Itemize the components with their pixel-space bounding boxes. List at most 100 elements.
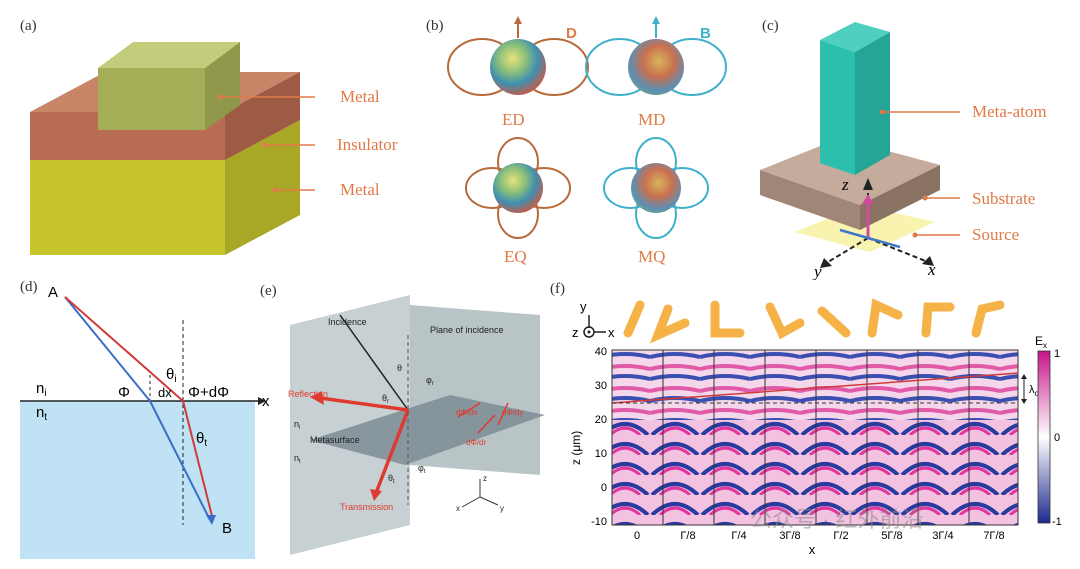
e-n-t-label: nt	[294, 453, 301, 465]
eq-mode	[465, 137, 571, 239]
svg-text:20: 20	[595, 414, 607, 426]
top-metal-side	[205, 42, 240, 130]
grad-y-label: dΦ/dy	[502, 408, 524, 417]
transmission-medium	[20, 401, 255, 559]
y-tick-labels: 40 30 20 10 0 -10	[591, 346, 607, 528]
mode-mq-label: MQ	[638, 247, 665, 266]
insulator-side	[225, 72, 300, 160]
e-theta-r-label: θr	[382, 393, 389, 405]
svg-text:3Γ/4: 3Γ/4	[932, 530, 953, 542]
generalized-snell-diagram: A B ni nt θi θt Φ Φ+dΦ dx x	[20, 284, 270, 559]
mim-structure	[30, 42, 315, 255]
meta-atom-front	[820, 40, 855, 175]
point-b-label: B	[222, 520, 232, 537]
panel-b-label: (b)	[426, 18, 444, 34]
path-blue-incident	[64, 296, 151, 402]
mode-ed-label: ED	[502, 110, 525, 129]
panel-f: (f) y z x	[550, 275, 1080, 565]
point-a-label: A	[48, 284, 58, 301]
grad-r-label: dΦ/dr	[466, 438, 487, 447]
x-tick-labels: 0 Γ/8 Γ/4 3Γ/8 Γ/2 5Γ/8 3Γ/4 7Γ/8	[634, 530, 1005, 542]
incidence-ray	[339, 314, 409, 411]
top-metal-top	[98, 42, 240, 68]
field-b-label: B	[700, 25, 711, 42]
colorbar-tick-mid: 0	[1054, 432, 1060, 444]
svg-text:10: 10	[595, 448, 607, 460]
v-antenna-5	[817, 306, 851, 338]
meta-atom-top	[820, 22, 890, 52]
field-map-lower	[612, 420, 1018, 525]
meta-atom-diagram: z y x	[760, 22, 960, 281]
n-i-label: ni	[36, 380, 47, 399]
f-axis-y-label: y	[580, 299, 587, 314]
e-n-i-label: ni	[294, 419, 300, 431]
phi-label: Φ	[118, 384, 130, 401]
f-xlabel: x	[809, 542, 816, 557]
top-metal-front	[98, 68, 205, 130]
md-mode	[585, 16, 727, 96]
svg-text:30: 30	[595, 380, 607, 392]
svg-text:Γ/2: Γ/2	[833, 530, 848, 542]
panel-e-label: (e)	[260, 283, 277, 299]
colorbar	[1037, 350, 1051, 524]
v-antenna-4	[765, 302, 805, 340]
e-theta-label: θ	[397, 363, 402, 373]
colorbar-title: Ex	[1035, 334, 1047, 350]
panel-f-label: (f)	[550, 281, 565, 297]
panel-d: (d) A B ni nt θi θt Φ Φ+dΦ dx x	[0, 275, 280, 565]
lambda-label: λo	[1029, 384, 1040, 398]
ed-mode	[447, 16, 589, 96]
mode-md-label: MD	[638, 110, 665, 129]
mode-eq-label: EQ	[504, 247, 527, 266]
svg-text:7Γ/8: 7Γ/8	[983, 530, 1004, 542]
panel-d-label: (d)	[20, 279, 38, 295]
plane-vertical-left	[290, 295, 410, 555]
svg-text:-10: -10	[591, 516, 607, 528]
metasurface-label: Metasurface	[310, 435, 360, 445]
label-metal-top: Metal	[340, 87, 380, 106]
label-source: Source	[972, 225, 1020, 244]
panel-c-label: (c)	[762, 18, 779, 34]
e-axis-x: x	[456, 504, 460, 513]
panel-a: (a) Metal Insulator Metal	[0, 0, 420, 270]
colorbar-tick-min: -1	[1052, 516, 1062, 528]
substrate-side	[860, 165, 940, 230]
watermark-text: 公众号 · 红外前沿	[750, 507, 924, 532]
transmission-ray	[374, 409, 410, 494]
svg-text:0: 0	[634, 530, 640, 542]
e-axis-y: y	[500, 504, 504, 513]
v-antenna-6	[867, 298, 903, 338]
axis-y-label: y	[812, 262, 822, 280]
axis-x-label: x	[927, 260, 936, 279]
field-map-figure: y z x λo	[569, 298, 1062, 557]
v-antenna-2	[649, 304, 690, 344]
label-meta-atom: Meta-atom	[972, 102, 1047, 121]
e-theta-t-label: θt	[388, 473, 395, 485]
v-antenna-8	[971, 300, 1005, 338]
path-red-refracted	[182, 400, 214, 521]
svg-text:Γ/8: Γ/8	[680, 530, 695, 542]
x-axis-label: x	[262, 393, 270, 410]
mq-mode	[603, 137, 709, 239]
phi-dphi-label: Φ+dΦ	[188, 384, 229, 401]
plane-of-incidence-label: Plane of incidence	[430, 325, 504, 335]
panel-c: (c) z y x Meta-atom Substrate Source	[750, 0, 1080, 281]
v-antenna-row	[623, 298, 1005, 344]
bottom-metal-side	[225, 120, 300, 255]
theta-t-label: θt	[196, 430, 207, 449]
n-t-label: nt	[36, 404, 47, 423]
panel-b: (b)	[420, 0, 750, 270]
phase-front-line	[611, 372, 1019, 404]
v-antenna-3	[710, 300, 745, 338]
unit-cell-dividers	[662, 350, 970, 525]
transmission-label: Transmission	[340, 502, 393, 512]
source-plane	[795, 205, 935, 252]
field-d-label: D	[566, 25, 577, 42]
reflection-label: Reflection	[288, 389, 328, 399]
svg-text:5Γ/8: 5Γ/8	[881, 530, 902, 542]
v-antenna-1	[623, 300, 645, 338]
svg-text:3Γ/8: 3Γ/8	[779, 530, 800, 542]
svg-text:40: 40	[595, 346, 607, 358]
panel-e: (e) Incidence Plane of incidence Reflect…	[260, 275, 550, 565]
path-blue-refracted	[149, 400, 211, 521]
